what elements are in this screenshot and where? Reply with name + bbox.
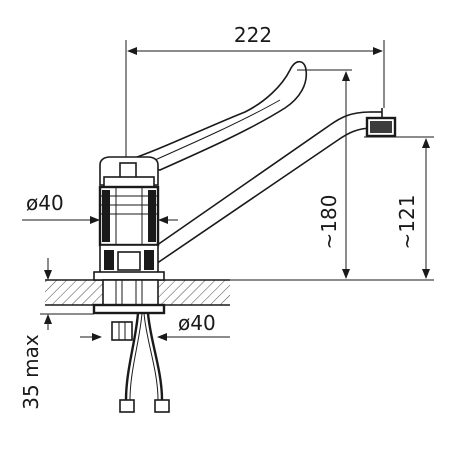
- handle-diameter-label: ø40: [26, 191, 64, 215]
- base-diameter-label: ø40: [178, 311, 216, 335]
- countertop-section: [45, 279, 230, 306]
- spout-height-label: ~121: [395, 195, 419, 250]
- total-width-dimension: 222: [127, 23, 383, 55]
- total-width-label: 222: [234, 23, 272, 47]
- handle-diameter-dimension: ø40: [22, 191, 178, 224]
- spout-height-dimension: ~121: [352, 136, 434, 281]
- spout: [149, 108, 398, 269]
- lever-handle: [119, 60, 308, 171]
- faucet-base: [93, 244, 165, 281]
- mounting-hardware: [92, 279, 170, 413]
- overall-height-dimension: ~180: [230, 69, 352, 281]
- base-diameter-dimension: ø40: [80, 311, 230, 341]
- faucet-body: [98, 185, 160, 247]
- mount-thickness-dimension: 35 max: [19, 258, 94, 410]
- width-extension-lines: [125, 40, 385, 160]
- faucet-cap: [99, 156, 159, 188]
- overall-height-label: ~180: [317, 195, 341, 250]
- mount-thickness-label: 35 max: [19, 334, 43, 410]
